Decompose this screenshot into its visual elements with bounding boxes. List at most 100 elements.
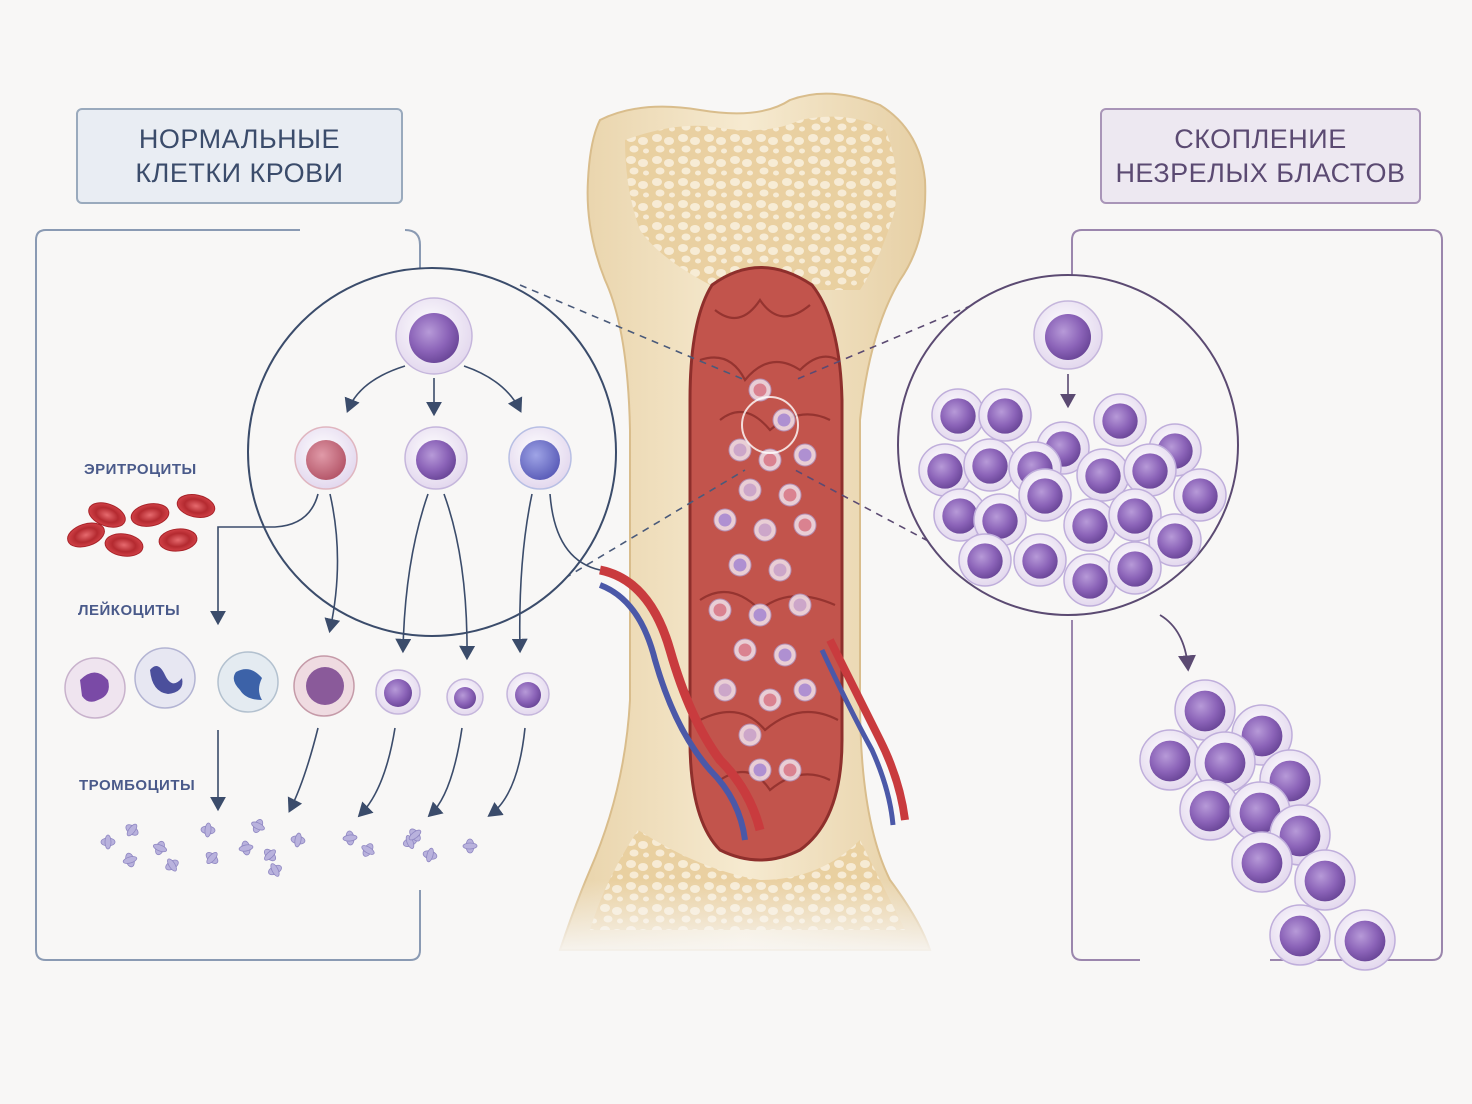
lymphocyte-medium-cell [506, 672, 550, 716]
thrombocyte [462, 838, 478, 854]
progenitor-erythroid [294, 426, 358, 490]
marrow-cell [758, 688, 782, 712]
marrow-cell [748, 378, 772, 402]
marrow-cell [748, 758, 772, 782]
progenitor-myeloid [404, 426, 468, 490]
normal-cells-title: НОРМАЛЬНЫЕ КЛЕТКИ КРОВИ [76, 108, 403, 204]
marrow-cell [788, 593, 812, 617]
blast-cell [1063, 553, 1117, 607]
blast-cell [1063, 498, 1117, 552]
thrombocytes-label: ТРОМБОЦИТЫ [79, 777, 196, 794]
leukocyte-row [64, 647, 550, 719]
marrow-cell [793, 678, 817, 702]
erythrocyte-cell [88, 502, 126, 528]
monocyte-cell [134, 647, 196, 709]
marrow-cell [713, 508, 737, 532]
marrow-cell [758, 448, 782, 472]
blast-cell [1013, 533, 1067, 587]
thrombocyte [422, 847, 438, 863]
blast-zoom [897, 274, 1239, 616]
hematopoiesis-zoom [210, 267, 617, 661]
blasts-title-line1: СКОПЛЕНИЕ [1174, 124, 1347, 154]
right-panel-frame [1071, 229, 1443, 961]
blast-cell [1108, 541, 1162, 595]
erythrocyte-cell [130, 503, 170, 527]
blast-accumulation [1139, 679, 1396, 971]
blast-cell [933, 488, 987, 542]
marrow-cell [733, 638, 757, 662]
blast-cell [1334, 909, 1396, 971]
blast-cell [973, 493, 1027, 547]
blasts-title-line2: НЕЗРЕЛЫХ БЛАСТОВ [1115, 158, 1406, 188]
marrow-cell [778, 758, 802, 782]
stem-cell [395, 297, 473, 375]
blast-cell [958, 533, 1012, 587]
thrombocyte-cluster [100, 819, 478, 877]
marrow-cell [793, 513, 817, 537]
thrombocyte [268, 863, 282, 877]
leukocytes-label: ЛЕЙКОЦИТЫ [78, 602, 181, 619]
marrow-cell [772, 408, 796, 432]
thrombocyte [251, 819, 265, 833]
marrow-cell [768, 558, 792, 582]
thrombocyte [152, 840, 168, 856]
blast-cell [1174, 679, 1236, 741]
thrombocyte [200, 822, 216, 838]
erythrocyte-cell [158, 528, 198, 552]
lymphocyte-large-cell [217, 651, 279, 713]
single-blast-cell [1033, 300, 1103, 370]
progenitor-lymphoid [508, 426, 572, 490]
myeloblast-small-cell [375, 669, 421, 715]
bone-illustration [540, 92, 960, 960]
blast-cell [1269, 904, 1331, 966]
blast-cell [1294, 849, 1356, 911]
blast-cell [1179, 779, 1241, 841]
blast-cell [918, 443, 972, 497]
blast-cell [1108, 488, 1162, 542]
erythrocytes-label: ЭРИТРОЦИТЫ [84, 461, 197, 478]
erythrocyte-cell [67, 522, 105, 548]
normal-cells-title-line2: КЛЕТКИ КРОВИ [135, 158, 344, 188]
marrow-cell [713, 678, 737, 702]
marrow-cell [793, 443, 817, 467]
marrow-cell [728, 438, 752, 462]
thrombocyte [165, 858, 179, 872]
erythrocyte-cluster [67, 494, 216, 557]
thrombocyte [205, 852, 219, 864]
marrow-cell [738, 723, 762, 747]
marrow-cell [773, 643, 797, 667]
blast-cluster [918, 388, 1227, 607]
blast-cell [1093, 393, 1147, 447]
blast-cell [1173, 468, 1227, 522]
thrombocyte [264, 848, 276, 862]
thrombocyte [100, 834, 116, 850]
erythrocyte-cell [104, 533, 144, 557]
marrow-cell [778, 483, 802, 507]
blast-cell [978, 388, 1032, 442]
thrombocyte [290, 832, 306, 848]
marrow-cell [738, 478, 762, 502]
blast-cell [1194, 731, 1256, 793]
thrombocyte [408, 828, 422, 842]
basophil-cell [293, 655, 355, 717]
normal-cells-title-line1: НОРМАЛЬНЫЕ [138, 124, 341, 154]
marrow-cell [708, 598, 732, 622]
blast-cell [1076, 448, 1130, 502]
blast-cell [931, 388, 985, 442]
blast-cell [1139, 729, 1201, 791]
neutrophil-cell [64, 657, 126, 719]
erythrocyte-cell [176, 494, 216, 518]
blast-cell [1123, 443, 1177, 497]
lymphocyte-small-cell [446, 678, 484, 716]
marrow-cell [753, 518, 777, 542]
thrombocyte [361, 843, 375, 857]
thrombocyte [342, 830, 358, 846]
blast-cell [1018, 468, 1072, 522]
blast-cell [963, 438, 1017, 492]
blasts-title: СКОПЛЕНИЕ НЕЗРЕЛЫХ БЛАСТОВ [1100, 108, 1421, 204]
thrombocyte [125, 823, 139, 837]
marrow-cell [728, 553, 752, 577]
thrombocyte [122, 852, 138, 868]
